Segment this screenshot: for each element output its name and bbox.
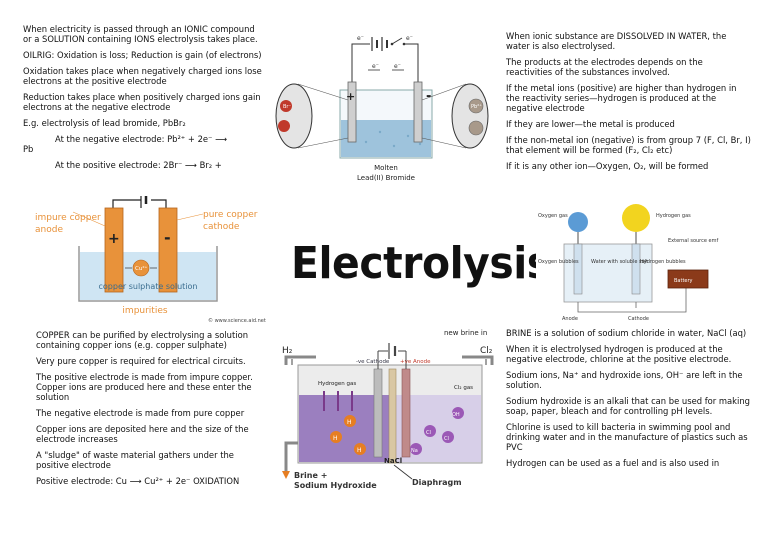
paragraph: Sodium ions, Na⁺ and hydroxide ions, OH⁻… [506,370,743,390]
paragraph: Chlorine is used to kill bacteria in swi… [506,422,748,452]
paragraph: COPPER can be purified by electrolysing … [36,330,249,350]
paragraph: Copper ions are deposited here and the s… [36,424,249,444]
external-source-label: External source emf [668,238,718,244]
electron-label: e⁻ [406,35,413,42]
diaphragm-label: Diaphragm [412,478,462,487]
negative-sign: - [164,228,171,247]
paragraph: The negative electrode is made from pure… [36,408,245,418]
battery-label: Battery [674,278,693,284]
negative-sign: - [426,89,431,104]
ion-label: Cl [444,436,449,442]
electron-label: e⁻ [357,35,364,42]
caption: Molten [374,164,398,172]
impurities-label: impurities [122,306,167,316]
cl2-gas-label: Cl₂ gas [454,385,473,391]
paragraph: OILRIG: Oxidation is loss; Reduction is … [23,50,262,60]
equation-positive: At the positive electrode: 2Br⁻ ⟶ Br₂ + [55,160,222,168]
anode-label: Anode [562,316,578,322]
copper-text-column: COPPER can be purified by electrolysing … [36,330,261,492]
impure-label: impure copper [35,213,101,223]
oxygen-bubbles-label: Oxygen bubbles [538,259,579,265]
cathode-label: cathode [203,222,240,232]
paragraph: The positive electrode is made from impu… [36,372,253,402]
water-label: Water with soluble salt [591,259,648,265]
brine-out-label: Brine + [294,471,327,480]
anode-label: anode [35,225,63,235]
pure-label: pure copper [203,210,258,220]
paragraph: If it is any other ion—Oxygen, O₂, will … [506,161,709,171]
cathode-label: Cathode [628,316,649,322]
paragraph: If the metal ions (positive) are higher … [506,83,737,113]
positive-sign: + [346,90,355,103]
positive-sign: + [108,231,120,247]
intro-text-column: When electricity is passed through an IO… [23,24,263,168]
paragraph: E.g. electrolysis of lead bromide, PbBr₂ [23,118,186,128]
ion-label: Cl [426,430,431,436]
paragraph: Hydrogen can be used as a fuel and is al… [506,458,720,468]
paragraph: Oxidation takes place when negatively ch… [23,66,262,86]
paragraph: When electricity is passed through an IO… [23,24,258,44]
electron-label: e⁻ [394,63,401,70]
paragraph: When ionic substance are DISSOLVED IN WA… [506,31,727,51]
ion-label: OH [452,412,460,418]
nacl-label: NaCl [384,457,402,465]
paragraph: When it is electrolysed hydrogen is prod… [506,344,732,364]
lead-bromide-diagram: e⁻ e⁻ e⁻ e⁻ + - Br⁻ Pb²⁺ Molten Lead(II)… [275,35,489,182]
ion-label: H [357,447,362,454]
equation-negative: At the negative electrode: Pb²⁺ + 2e⁻ ⟶ [55,134,228,144]
ion-label: H [347,419,352,426]
paragraph: Reduction takes place when positively ch… [23,92,261,112]
new-brine-label: new brine in [444,329,487,337]
electron-label: e⁻ [372,63,379,70]
hydrogen-bubbles-label: Hydrogen bubbles [640,259,686,265]
brine-out-label: Sodium Hydroxide [294,481,377,490]
oxygen-gas-label: Oxygen gas [538,213,568,219]
paragraph: If they are lower—the metal is produced [506,119,675,129]
brine-electrolysis-diagram: H₂ Cl₂ new brine in -ve Cathode +ve Anod… [282,329,494,490]
credit: © www.science.aid.net [208,317,266,324]
ion-label: Na [411,448,418,454]
solutions-text-column: When ionic substance are DISSOLVED IN WA… [506,31,751,177]
page-title: Electrolysis [291,238,551,289]
ion-label: Br⁻ [283,104,291,110]
ion-label: Cu²⁺ [135,265,148,272]
paragraph: If the non-metal ion (negative) is from … [506,135,751,155]
hydrogen-gas-label: Hydrogen gas [656,213,691,219]
paragraph: The products at the electrodes depends o… [506,57,703,77]
paragraph: BRINE is a solution of sodium chloride i… [506,328,747,338]
anode-label: +ve Anode [400,359,431,365]
ion-label: Pb²⁺ [471,104,482,110]
paragraph: Very pure copper is required for electri… [36,356,246,366]
cathode-label: -ve Cathode [356,359,390,365]
brine-text-column: BRINE is a solution of sodium chloride i… [506,328,751,474]
paragraph: A "sludge" of waste material gathers und… [36,450,234,470]
paragraph: Positive electrode: Cu ⟶ Cu²⁺ + 2e⁻ OXID… [36,476,240,486]
paragraph: Sodium hydroxide is an alkali that can b… [506,396,750,416]
cl2-label: Cl₂ [480,346,493,356]
water-electrolysis-diagram: Oxygen gas Hydrogen gas Oxygen bubbles W… [536,200,726,322]
copper-purification-diagram: + - Cu²⁺ copper sulphate solution impure… [35,196,266,324]
hydrogen-gas-label: Hydrogen gas [318,381,356,387]
caption: Lead(II) Bromide [357,174,415,182]
h2-label: H₂ [282,346,293,356]
ion-label: H [333,435,338,442]
equation-negative-product: Pb [23,144,34,154]
solution-label: copper sulphate solution [99,282,198,291]
